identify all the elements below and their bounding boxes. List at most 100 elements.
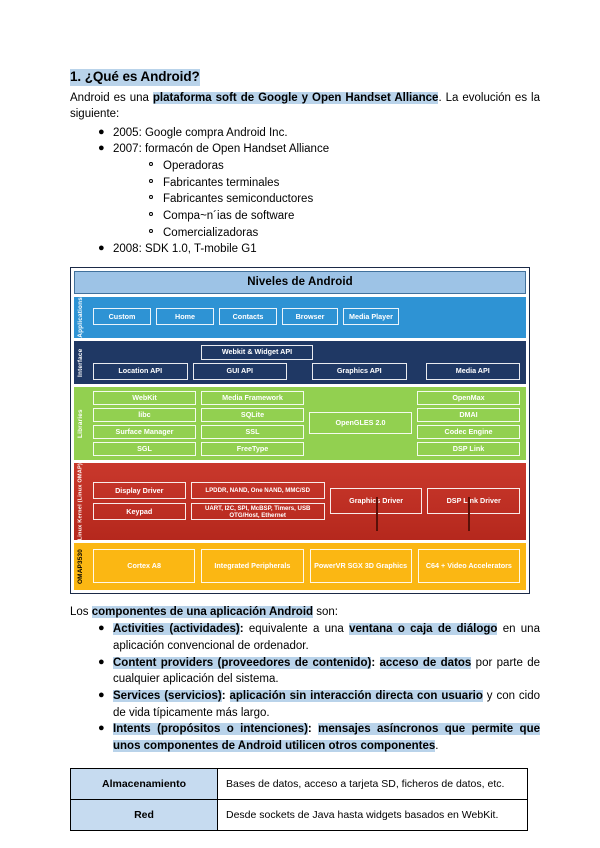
component-term: Content providers (proveedores de conten… [113, 656, 372, 669]
intro-paragraph: Android es una plataforma soft de Google… [70, 90, 540, 123]
diagram-cell: Browser [282, 308, 338, 326]
diagram-cell: OpenMax [417, 390, 520, 405]
libraries-column-4: OpenMax DMAI Codec Engine DSP Link [417, 390, 520, 456]
list-item: ●Activities (actividades): equivalente a… [98, 621, 540, 654]
component-mid [226, 690, 230, 702]
layer-label-hardware: OMAP3530 [77, 549, 85, 585]
connector-line-graphics [376, 496, 378, 531]
component-term: Activities (actividades) [113, 623, 240, 636]
diagram-cell: SSL [201, 424, 304, 439]
bullet-icon: ● [98, 142, 105, 155]
timeline-sublist: Operadoras Fabricantes terminales Fabric… [113, 158, 540, 241]
component-sep: : [239, 623, 244, 636]
diagram-cell: Cortex A8 [93, 549, 196, 584]
diagram-cell: PowerVR SGX 3D Graphics [309, 549, 412, 584]
diagram-cell: DSP Link Driver [427, 488, 520, 515]
list-item: ●Intents (propósitos o intenciones): men… [98, 721, 540, 754]
component-mid [375, 657, 379, 669]
list-item-label: Fabricantes terminales [163, 176, 280, 189]
diagram-cell: Home [156, 308, 214, 326]
diagram-cell: GUI API [192, 362, 287, 380]
intro-prefix: Android es una [70, 91, 153, 104]
component-emphasis: ventana o caja de diálogo [349, 623, 498, 636]
table-row: Almacenamiento Bases de datos, acceso a … [70, 767, 528, 800]
component-emphasis: aplicación sin interacción directa con u… [229, 690, 483, 703]
diagram-cell: Codec Engine [417, 424, 520, 439]
list-item: Compa~n´ias de software [148, 208, 540, 225]
intro-highlight: plataforma soft de Google y Open Handset… [152, 91, 439, 104]
components-list: ●Activities (actividades): equivalente a… [70, 621, 540, 754]
diagram-layer-applications: Applications Custom Home Contacts Browse… [74, 296, 526, 338]
list-item-label: Comercializadoras [163, 226, 259, 239]
diagram-cell: Contacts [219, 308, 277, 326]
diagram-cell: C64 + Video Accelerators [417, 549, 520, 584]
list-item-label: 2005: Google compra Android Inc. [113, 126, 288, 139]
list-item: ●Services (servicios): aplicación sin in… [98, 688, 540, 721]
bullet-icon: ● [98, 242, 105, 255]
components-lead-highlight: componentes de una aplicación Android [91, 606, 314, 619]
diagram-layer-libraries: Libraries WebKit libc Surface Manager SG… [74, 386, 526, 460]
diagram-cell: SQLite [201, 407, 304, 422]
list-item: Fabricantes semiconductores [148, 191, 540, 208]
list-item: ● 2007: formacón de Open Handset Allianc… [98, 141, 540, 241]
list-item: Fabricantes terminales [148, 175, 540, 192]
list-item: ● 2005: Google compra Android Inc. [98, 125, 540, 142]
component-rest: y con cido de vida típicamente más largo… [113, 690, 540, 719]
table-row-label: Almacenamiento [70, 767, 218, 800]
diagram-cell: Media Player [343, 308, 399, 326]
list-item: ●Content providers (proveedores de conte… [98, 655, 540, 688]
diagram-cell: Location API [93, 362, 188, 380]
diagram-layer-kernel: Linux Kernel (Linux OMAP) Display Driver… [74, 462, 526, 541]
list-item-label: 2007: formacón de Open Handset Alliance [113, 143, 330, 156]
layer-label-applications: Applications [77, 296, 85, 338]
layer-label-interface: Interface [77, 347, 85, 377]
kernel-column-2: LPDDR, NAND, One NAND, MMC/SD UART, I2C,… [190, 467, 325, 536]
diagram-cell: LPDDR, NAND, One NAND, MMC/SD [190, 482, 325, 500]
component-sep: : [221, 690, 226, 703]
diagram-cell: FreeType [201, 441, 304, 456]
circle-bullet-icon [149, 178, 153, 183]
bullet-icon: ● [98, 125, 105, 138]
component-rest: en una aplicación convencional de ordena… [113, 623, 540, 653]
libraries-column-3: OpenGLES 2.0 [309, 391, 412, 456]
circle-bullet-icon [149, 211, 153, 216]
list-item-label: 2008: SDK 1.0, T-mobile G1 [113, 243, 257, 256]
diagram-cell: SGL [93, 441, 196, 456]
intro-suffix: . La evolución es la siguiente: [70, 91, 540, 121]
diagram-cell: DSP Link [417, 441, 520, 456]
diagram-cell: Graphics API [312, 362, 407, 380]
component-sep: : [371, 656, 376, 669]
table-row-label: Red [70, 798, 218, 831]
page-title: 1. ¿Qué es Android? [70, 69, 200, 86]
libraries-column-1: WebKit libc Surface Manager SGL [93, 390, 196, 456]
component-sep: : [307, 723, 312, 736]
list-item: Operadoras [148, 158, 540, 175]
component-rest: . [435, 740, 439, 753]
list-item-label: Fabricantes semiconductores [163, 193, 314, 206]
kernel-column-4: DSP Link Driver [427, 467, 520, 536]
list-item-label: Operadoras [163, 159, 224, 172]
diagram-layer-interface: Interface Webkit & Widget API Location A… [74, 340, 526, 384]
timeline-list: ● 2005: Google compra Android Inc. ● 200… [70, 125, 540, 258]
diagram-cell: OpenGLES 2.0 [309, 412, 412, 435]
layer-label-libraries: Libraries [77, 408, 85, 438]
circle-bullet-icon [149, 161, 153, 166]
bullet-icon: ● [98, 689, 105, 702]
component-rest: por parte de cualquier aplicación del si… [113, 656, 541, 686]
diagram-cell: Media API [425, 362, 520, 380]
diagram-cell: WebKit [93, 390, 196, 405]
features-table: Almacenamiento Bases de datos, acceso a … [70, 767, 528, 831]
document-page: 1. ¿Qué es Android? Android es una plata… [70, 69, 540, 831]
libraries-column-2: Media Framework SQLite SSL FreeType [201, 390, 304, 456]
diagram-cell: UART, I2C, SPI, McBSP, Timers, USB OTG/H… [190, 503, 325, 521]
bullet-icon: ● [98, 622, 105, 635]
list-item: Comercializadoras [148, 225, 540, 242]
diagram-cell: Webkit & Widget API [201, 344, 313, 360]
diagram-cell: libc [93, 407, 196, 422]
diagram-cell: Surface Manager [93, 424, 196, 439]
component-term: Intents (propósitos o intenciones) [113, 723, 308, 736]
bullet-icon: ● [98, 722, 105, 735]
diagram-cell: Media Framework [201, 390, 304, 405]
components-lead: Los componentes de una aplicación Androi… [70, 604, 540, 620]
diagram-cell: Integrated Peripherals [201, 549, 304, 584]
